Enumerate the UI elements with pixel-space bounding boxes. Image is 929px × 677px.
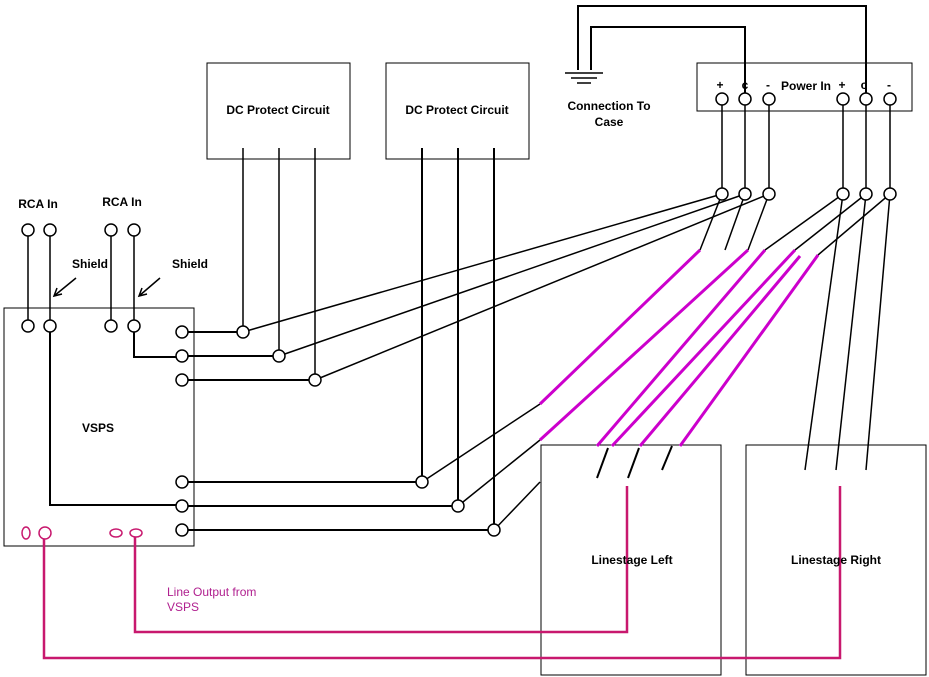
ground-label-1: c — [742, 78, 749, 92]
power-in-label: Power In — [781, 79, 831, 93]
shield-label-2: Shield — [172, 257, 208, 271]
ground-label-2: c — [861, 78, 868, 92]
signal-wires-red — [42, 486, 842, 660]
dc-protect-2-wires — [421, 148, 495, 530]
linestage-left-box — [540, 444, 722, 676]
terminals — [21, 92, 897, 540]
shield-arrows — [52, 277, 161, 298]
case-ground-wires — [565, 5, 867, 97]
linestage-right-label: Linestage Right — [791, 553, 881, 567]
plus-label-1: + — [716, 78, 723, 92]
line-output-label-line2: VSPS — [167, 600, 199, 614]
plus-label-2: + — [838, 78, 845, 92]
linestage-right-box — [745, 444, 927, 676]
rca-input-wires — [27, 230, 182, 506]
rca-in-label-2: RCA In — [102, 195, 142, 209]
diagonal-feed-wires — [242, 193, 770, 531]
supply-wires-magenta — [538, 248, 820, 448]
connection-to-case-label-line2: Case — [595, 115, 624, 129]
shield-label-1: Shield — [72, 257, 108, 271]
dc-protect-label-1: DC Protect Circuit — [226, 103, 329, 117]
rca-in-label-1: RCA In — [18, 197, 58, 211]
minus-label-2: - — [887, 78, 891, 92]
power-in-box — [696, 62, 913, 112]
vsps-box — [3, 307, 195, 547]
power-in-wires — [721, 100, 891, 194]
connection-to-case-label: Connection To — [567, 99, 650, 113]
connection-stubs — [596, 193, 891, 479]
dc-protect-label-2: DC Protect Circuit — [405, 103, 508, 117]
vsps-output-wires — [182, 331, 494, 531]
vsps-label: VSPS — [82, 421, 114, 435]
line-output-label: Line Output from — [167, 585, 256, 599]
dc-protect-1-wires — [242, 148, 316, 380]
minus-label-1: - — [766, 78, 770, 92]
linestage-left-label: Linestage Left — [591, 553, 672, 567]
